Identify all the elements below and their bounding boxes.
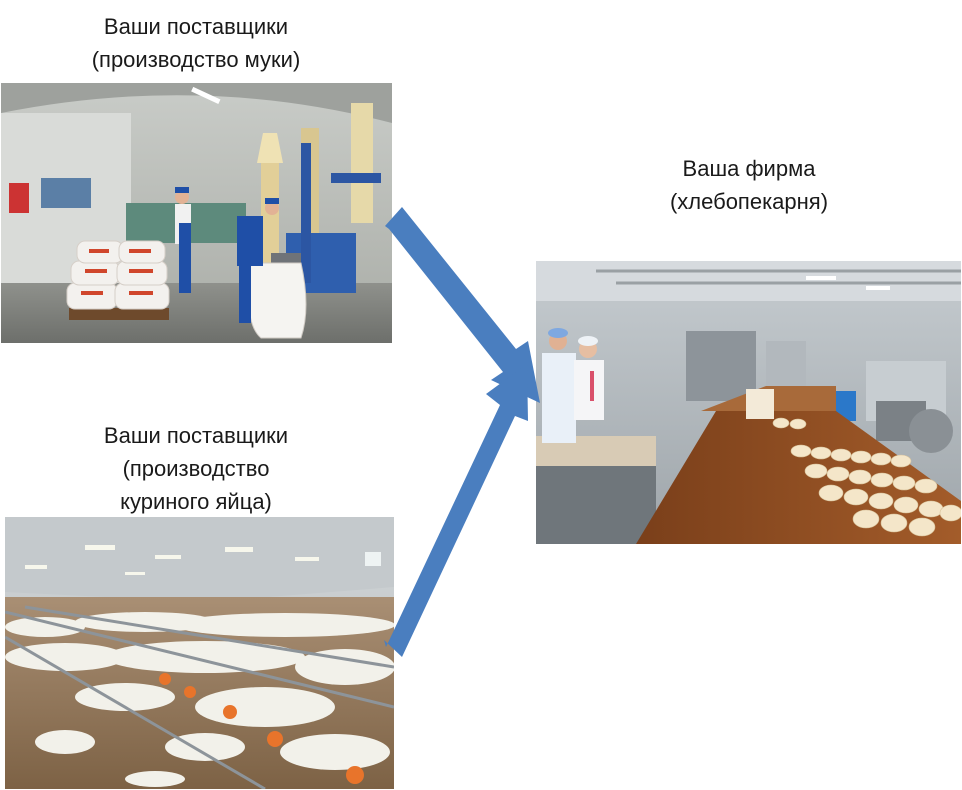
caption-line: куриного яйца) — [120, 489, 272, 514]
poultry-farm-illustration — [5, 517, 394, 789]
bakery-illustration — [536, 261, 961, 544]
flour-supplier-caption: Ваши поставщики (производство муки) — [0, 10, 392, 76]
caption-line: Ваши поставщики — [103, 423, 289, 448]
egg-supplier-caption: Ваши поставщики (производство куриного я… — [0, 419, 392, 518]
caption-line: (хлебопекарня) — [669, 189, 829, 214]
arrow-eggs-to-firm — [384, 364, 528, 657]
flour-mill-photo — [1, 83, 392, 343]
arrow-flour-to-firm — [385, 207, 540, 403]
firm-caption: Ваша фирма (хлебопекарня) — [536, 152, 962, 218]
caption-line: Ваша фирма — [682, 156, 816, 181]
bakery-photo — [536, 261, 961, 544]
flour-mill-illustration — [1, 83, 392, 343]
caption-line: (производство — [122, 456, 270, 481]
caption-line: Ваши поставщики — [103, 14, 289, 39]
caption-line: (производство муки) — [91, 47, 301, 72]
poultry-farm-photo — [5, 517, 394, 789]
